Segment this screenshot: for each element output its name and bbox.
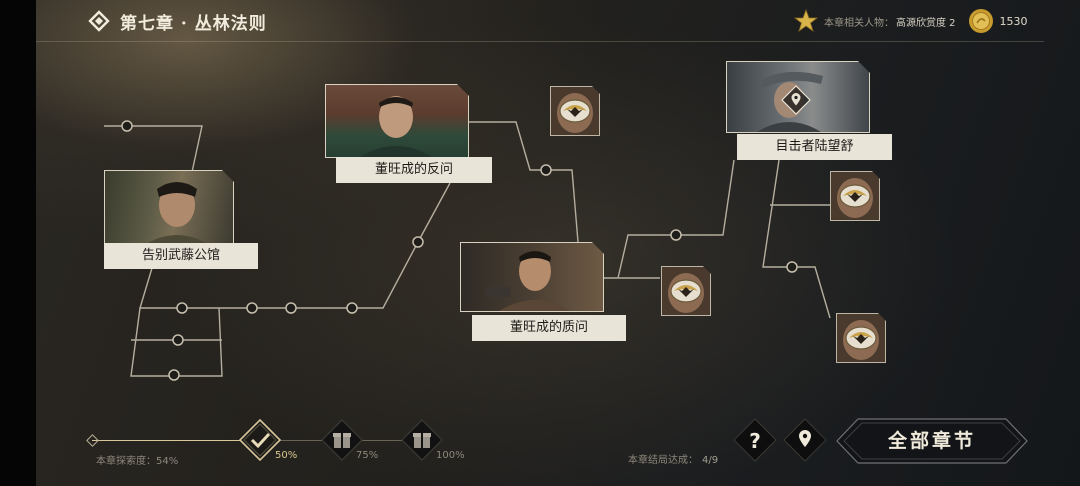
gold-star-icon <box>794 9 818 33</box>
chapter-title: 第七章 · 丛林法则 <box>120 13 267 34</box>
path-node <box>168 369 180 381</box>
all-chapters-button[interactable] <box>836 418 1028 464</box>
eagle-mask-icon <box>662 267 710 315</box>
header-status: 本章相关人物： 高源欣赏度 2 1530 <box>794 9 1028 33</box>
path-node <box>346 302 358 314</box>
milestone-50-label: 50% <box>275 450 298 461</box>
portrait-interrogation[interactable] <box>460 242 604 312</box>
exploration-progress-fill <box>92 440 273 441</box>
node-label-witness[interactable]: 目击者陆望舒 <box>737 134 892 160</box>
location-pin-icon <box>781 85 811 115</box>
character-silhouette <box>461 243 603 311</box>
milestone-75-label: 75% <box>356 450 379 461</box>
check-icon <box>250 432 271 449</box>
help-button[interactable]: ? <box>733 418 777 462</box>
milestone-100-reward[interactable] <box>400 418 444 462</box>
exploration-label-text: 本章探索度： <box>96 456 156 467</box>
path-node <box>121 120 133 132</box>
location-pin-icon <box>799 430 811 447</box>
back-diamond-icon[interactable] <box>88 10 110 32</box>
path-node <box>176 302 188 314</box>
eagle-mask-icon <box>551 87 599 135</box>
path-node <box>285 302 297 314</box>
exploration-progress-label: 本章探索度：54% <box>96 452 178 467</box>
locked-ending-badge[interactable] <box>836 313 886 363</box>
path-node <box>246 302 258 314</box>
header-title-group: 第七章 · 丛林法则 <box>88 8 267 34</box>
character-silhouette <box>105 171 233 247</box>
locked-ending-badge[interactable] <box>830 171 880 221</box>
portrait-counter-question[interactable] <box>325 84 469 158</box>
milestone-75-reward[interactable] <box>320 418 364 462</box>
locked-ending-badge[interactable] <box>661 266 711 316</box>
milestone-50-reward[interactable] <box>238 418 282 462</box>
node-label-interrogation[interactable]: 董旺成的质问 <box>472 315 626 341</box>
gold-coin-icon <box>968 9 993 33</box>
left-edge-bar <box>0 0 36 486</box>
header-divider <box>36 41 1044 42</box>
endings-achieved: 本章结局达成： 4/9 <box>628 451 718 466</box>
milestone-100-label: 100% <box>436 450 465 461</box>
eagle-mask-icon <box>837 314 885 362</box>
path-node <box>670 229 682 241</box>
locked-ending-badge[interactable] <box>550 86 600 136</box>
endings-value: 4/9 <box>702 455 719 466</box>
map-button[interactable] <box>783 418 827 462</box>
portrait-witness[interactable] <box>726 61 870 133</box>
eagle-mask-icon <box>831 172 879 220</box>
path-node <box>412 236 424 248</box>
node-label-counter-question[interactable]: 董旺成的反问 <box>336 157 492 183</box>
related-label: 本章相关人物： <box>824 17 894 29</box>
path-node <box>172 334 184 346</box>
node-label-farewell[interactable]: 告别武藤公馆 <box>104 243 258 269</box>
exploration-value: 54% <box>156 456 179 467</box>
path-node <box>786 261 798 273</box>
endings-label: 本章结局达成： <box>628 455 698 466</box>
portrait-farewell[interactable] <box>104 170 234 248</box>
character-silhouette <box>326 85 468 157</box>
coin-count: 1530 <box>999 14 1028 28</box>
question-icon: ? <box>749 429 761 453</box>
related-value: 高源欣赏度 2 <box>896 17 956 29</box>
path-node <box>540 164 552 176</box>
